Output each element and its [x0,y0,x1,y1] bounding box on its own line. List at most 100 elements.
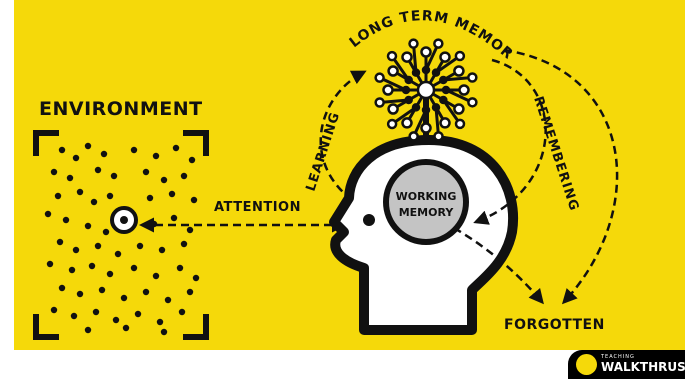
learning-arrow [319,70,367,201]
environment-dot [122,324,130,332]
neural-node [386,50,398,62]
environment-dot [160,176,168,184]
neural-node [411,103,421,112]
neural-node [467,72,478,83]
working-memory-label-line2: MEMORY [399,206,455,219]
environment-dot [94,166,102,174]
neural-node [439,117,451,129]
environment-dot [50,168,58,176]
neural-node [387,103,399,115]
neural-node [439,51,451,63]
forgotten-label: FORGOTTEN [504,317,605,333]
environment-dot [130,264,138,272]
environment-dot [180,240,188,248]
neural-node [374,97,385,108]
neural-node [439,75,448,85]
environment-dot [46,260,54,268]
environment-dot [134,310,142,318]
environment-dot [120,294,128,302]
environment-dot [180,172,188,180]
environment-dot [156,318,164,326]
neural-node [374,72,385,83]
neural-node [420,46,432,58]
environment-dot [164,296,172,304]
environment-dot [66,174,74,182]
environment-dot [88,262,96,270]
environment-dot [110,172,118,180]
neural-node [467,97,478,108]
environment-dot [50,306,58,314]
environment-dot [142,288,150,296]
environment-dot [94,242,102,250]
neural-node [401,51,413,63]
neural-node [382,84,394,96]
working-memory-label-line1: WORKING [396,190,457,203]
diagram-panel: LONG TERM MEMORY LEARNING REMEMBERING WO… [14,0,685,350]
neural-node [401,117,413,129]
environment-dot [186,288,194,296]
environment-dot [152,152,160,160]
environment-dot [100,150,108,158]
diagram-canvas: LONG TERM MEMORY LEARNING REMEMBERING WO… [14,0,619,340]
environment-dot [170,214,178,222]
remembering-arrow [473,58,547,225]
environment-dot [160,328,168,336]
environment-dot [106,192,114,200]
walkthrus-logo-icon [576,354,597,375]
neural-node [387,65,399,77]
environment-dot [186,226,194,234]
environment-dot [72,154,80,162]
neural-node [433,131,444,142]
neural-node [431,68,441,77]
neural-node [441,85,451,95]
environment-dot [98,286,106,294]
neural-node [416,80,436,100]
environment-dot [62,216,70,224]
walkthrus-brand: TEACHING WALKTHRUS [568,350,685,379]
environment-dot [146,194,154,202]
learning-label: LEARNING [304,110,344,193]
environment-dot [114,250,122,258]
eye-focus-icon [110,206,138,234]
neural-node [454,118,466,130]
forgotten-arrow-from-ltm [503,48,619,305]
environment-dot [70,312,78,320]
neural-node [458,84,470,96]
neural-node [454,50,466,62]
environment-dot [76,290,84,298]
environment-dot [90,198,98,206]
neural-node [453,103,465,115]
environment-dot [168,190,176,198]
environment-dot [54,192,62,200]
environment-dot [102,228,110,236]
brand-small-text: TEACHING [601,354,635,360]
long-term-memory-label: LONG TERM MEMORY [14,0,516,63]
environment-dot [130,146,138,154]
environment-dot [72,246,80,254]
environment-dot [178,308,186,316]
neural-node [411,68,421,77]
attention-label: ATTENTION [214,200,301,215]
neural-node [420,122,432,134]
neural-node [404,75,413,85]
remembering-label: REMEMBERING [530,95,581,214]
environment-dot [136,242,144,250]
environment-dot [56,238,64,246]
neural-node [408,38,419,49]
environment-dot [84,326,92,334]
environment-dot [192,274,200,282]
neural-node [421,105,431,115]
environment-dot [152,272,160,280]
environment-dot [76,188,84,196]
environment-dot [84,222,92,230]
environment-dot [176,264,184,272]
environment-dot [190,196,198,204]
environment-dot [58,284,66,292]
forgotten-arrow-from-working-memory [453,226,544,305]
brand-big-text: WALKTHRUS [601,360,685,374]
environment-dot [106,270,114,278]
neural-node [421,65,431,75]
environment-dot [44,210,52,218]
environment-dot [112,316,120,324]
